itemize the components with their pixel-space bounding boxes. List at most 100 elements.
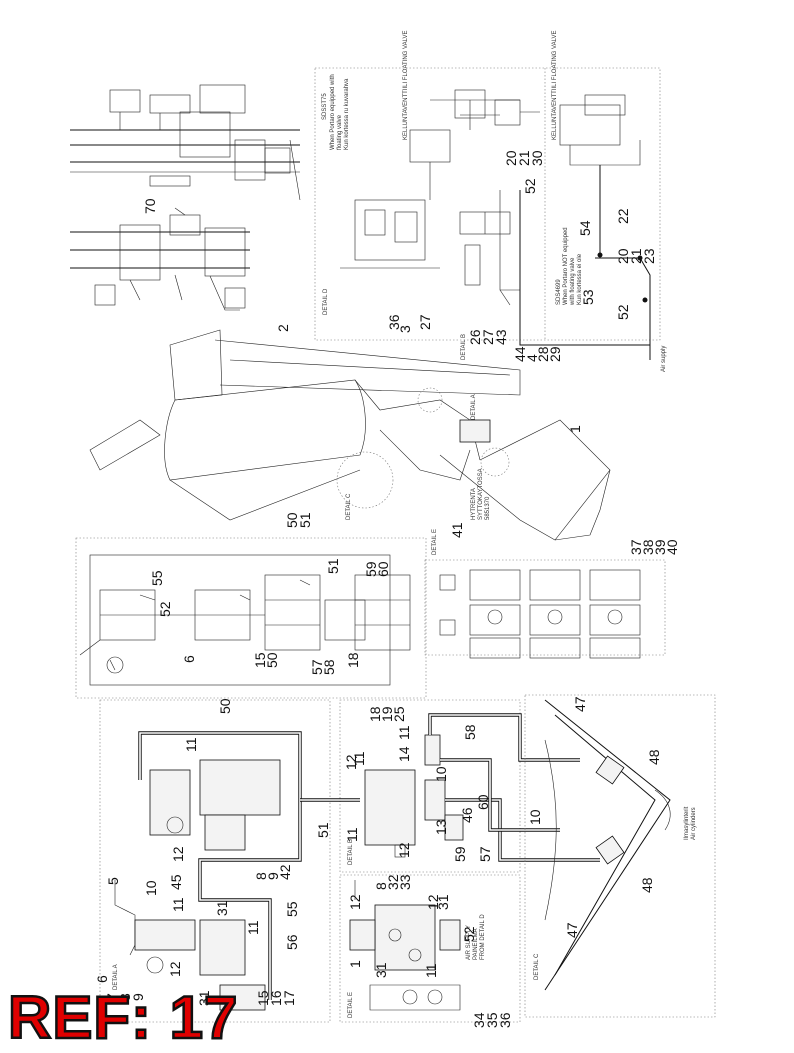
callout-11a: 11 (351, 751, 367, 766)
not-equipped-note-2: When Portaro NOT equipped (563, 227, 569, 305)
callout-32: 32 (385, 874, 401, 890)
callout-37: 37 (628, 539, 644, 555)
callout-12b: 12 (396, 842, 412, 858)
callout-6b: 6 (94, 975, 110, 983)
floating-valve-note: KELLUNTAVENTTIILI FLOATING VALVE (403, 31, 409, 140)
not-equipped-note-1: SDS4699 (556, 279, 562, 305)
callout-10c: 10 (143, 880, 159, 896)
callout-59b: 59 (452, 846, 468, 862)
detail-a-label: DETAIL A (113, 964, 119, 990)
callout-18b: 18 (367, 706, 383, 722)
callout-30: 30 (529, 150, 545, 166)
detail-a-drawing: DETAIL A (99, 699, 331, 1023)
callout-8c: 8 (373, 882, 389, 890)
callout-23: 23 (641, 248, 657, 264)
callout-39: 39 (652, 539, 668, 555)
callout-70: 70 (142, 198, 158, 214)
callout-4: 4 (524, 354, 540, 362)
machine-overview-drawing (70, 84, 301, 311)
callout-1: 1 (567, 425, 583, 433)
callout-56: 56 (284, 934, 300, 950)
detail-c-drawing: DETAIL C Ilmasylinterit Air cylinders (524, 694, 716, 1018)
callout-38: 38 (640, 539, 656, 555)
callout-28: 28 (535, 346, 551, 362)
callout-48: 48 (646, 749, 662, 765)
callout-60: 60 (375, 561, 391, 577)
callout-25: 25 (391, 706, 407, 722)
callout-12f: 12 (425, 894, 441, 910)
callout-60b: 60 (475, 794, 491, 810)
callout-15b: 15 (255, 990, 271, 1006)
callout-51: 51 (297, 512, 313, 528)
callout-numbers: 70 2 1 3 36 27 26 27 43 44 4 28 29 20 21… (94, 150, 680, 1028)
callout-47: 47 (572, 696, 588, 712)
callout-46: 46 (459, 807, 475, 823)
detail-d-label: DETAIL D (323, 288, 329, 315)
callout-36: 36 (386, 314, 402, 330)
callout-40: 40 (664, 539, 680, 555)
detail-b-drawing: DETAIL B (300, 699, 600, 873)
callout-10a: 10 (433, 766, 449, 782)
callout-34: 34 (471, 1012, 487, 1028)
callout-50: 50 (284, 512, 300, 528)
callout-31: 31 (214, 900, 230, 916)
callout-55b: 55 (284, 901, 300, 917)
detail-c-label: DETAIL C (534, 953, 540, 980)
callout-1b: 1 (347, 960, 363, 968)
callout-27b: 27 (480, 329, 496, 345)
callout-57: 57 (309, 659, 325, 675)
callout-21b: 21 (628, 248, 644, 264)
machine-main-drawing: DETAIL A DETAIL C DETAIL B DETAIL E HYTR… (89, 329, 611, 555)
callout-19: 19 (379, 706, 395, 722)
panel-note-1: HYTRENTA (471, 488, 477, 520)
callout-51c: 51 (315, 822, 331, 838)
detail-c-tag: DETAIL C (346, 493, 352, 520)
callout-31b: 31 (196, 990, 212, 1006)
callout-22: 22 (615, 208, 631, 224)
not-equipped-note-3: with floating valve (570, 257, 576, 306)
callout-50b: 50 (264, 652, 280, 668)
cylinders-note-2: Air cylinders (691, 807, 697, 840)
air-supply-from-d-2: PAINEILMA (473, 928, 479, 960)
callout-8: 8 (253, 872, 269, 880)
detail-e-tag: DETAIL E (432, 529, 438, 555)
callout-35: 35 (484, 1012, 500, 1028)
pneumatic-schematic (75, 537, 427, 699)
callout-52: 52 (522, 178, 538, 194)
callout-13: 13 (433, 819, 449, 835)
callout-10b: 10 (527, 809, 543, 825)
callout-12a: 12 (343, 754, 359, 770)
detail-b-tag: DETAIL B (461, 334, 467, 360)
callout-16: 16 (268, 990, 284, 1006)
equipped-note-2: When Portaro equipped with (330, 74, 336, 150)
callout-15: 15 (252, 652, 268, 668)
air-supply-label: Air supply (661, 346, 667, 372)
callout-59: 59 (363, 561, 379, 577)
callout-12c: 12 (170, 846, 186, 862)
callout-31c: 31 (435, 894, 451, 910)
callout-9b: 9 (130, 993, 146, 1001)
callout-11d: 11 (344, 827, 360, 842)
callout-21: 21 (516, 150, 532, 166)
callout-45: 45 (168, 874, 184, 890)
callout-20b: 20 (615, 248, 631, 264)
callout-6: 6 (181, 655, 197, 663)
callout-57b: 57 (477, 846, 493, 862)
callout-51b: 51 (325, 558, 341, 574)
callout-42: 42 (277, 864, 293, 880)
air-supply-from-d-3: FROM DETAIL D (480, 914, 486, 960)
callout-20: 20 (503, 150, 519, 166)
callout-33: 33 (397, 874, 413, 890)
air-supply-from-d-1: AIR SUPPLY (466, 925, 472, 960)
callout-29: 29 (547, 346, 563, 362)
callout-18: 18 (345, 652, 361, 668)
callout-52c: 52 (157, 601, 173, 617)
panel-note-2: SYTTOKAYTOSSA (478, 468, 484, 520)
callout-54: 54 (577, 220, 593, 236)
callout-26: 26 (467, 329, 483, 345)
callout-27: 27 (417, 314, 433, 330)
callout-11b: 11 (396, 725, 412, 740)
reference-label: REF: 17 (7, 984, 239, 1051)
equipped-note-1: SDSST75 (322, 93, 328, 120)
